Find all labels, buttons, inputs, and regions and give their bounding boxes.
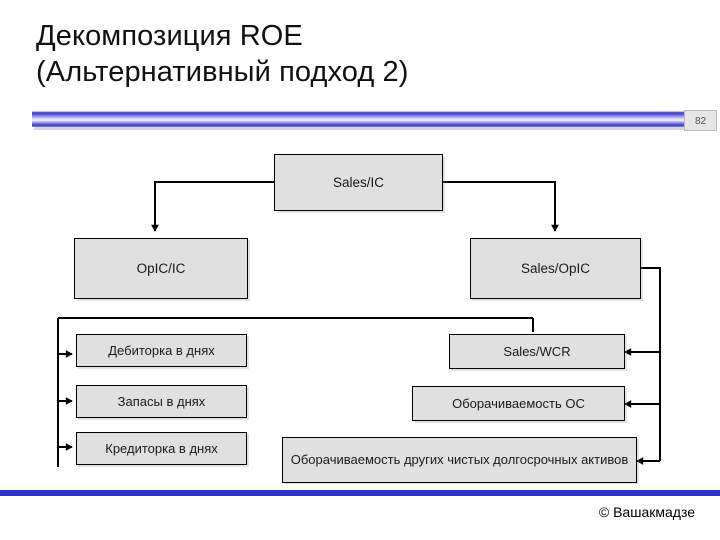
node-opic-ic[interactable]: OpIC/IC xyxy=(74,238,248,299)
footer-accent-band xyxy=(0,490,720,496)
edge-right-trunk xyxy=(641,267,661,461)
title-divider-bar xyxy=(32,110,684,127)
edge-root-to-right-branch xyxy=(443,181,559,232)
node-receivables-days[interactable]: Дебиторка в днях xyxy=(76,334,247,367)
node-fixed-asset-turnover[interactable]: Оборачиваемость ОС xyxy=(412,386,625,421)
footer-light-band xyxy=(0,484,720,490)
node-inventory-days[interactable]: Запасы в днях xyxy=(76,385,247,418)
node-sales-wcr[interactable]: Sales/WCR xyxy=(449,334,625,369)
footer-credit: © Вашакмадзе xyxy=(598,504,695,520)
edge-root-to-left-branch xyxy=(151,181,274,232)
page-title: Декомпозиция ROE (Альтернативный подход … xyxy=(36,20,409,88)
node-payables-days[interactable]: Кредиторка в днях xyxy=(76,432,247,465)
slide-number-badge: 82 xyxy=(684,110,717,131)
node-sales-ic[interactable]: Sales/IC xyxy=(274,154,443,211)
node-sales-opic[interactable]: Sales/OpIC xyxy=(470,238,641,299)
title-divider-shadow xyxy=(34,127,686,130)
node-other-net-long-term-asset-turnover[interactable]: Оборачиваемость других чистых долгосрочн… xyxy=(282,437,637,483)
